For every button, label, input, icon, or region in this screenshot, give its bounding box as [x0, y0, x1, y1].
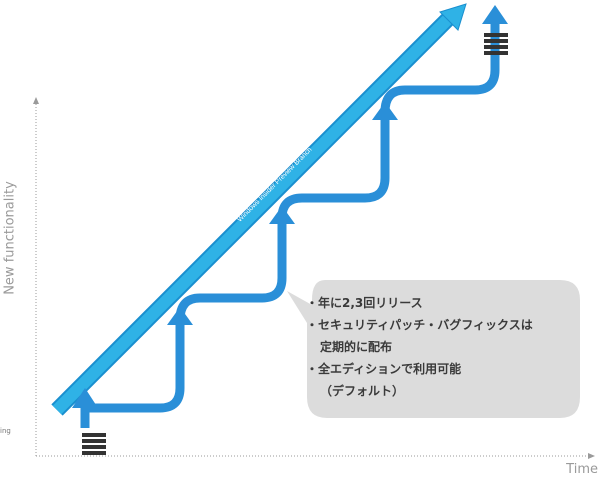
step-arrowhead-2 — [167, 307, 193, 325]
y-axis-label: New functionality — [2, 181, 18, 295]
cropped-left-label: ing — [0, 427, 11, 435]
y-axis-arrowhead — [33, 97, 39, 104]
step-arrowhead-5 — [482, 5, 508, 24]
insider-branch-label: Windows Insider Preview Branch — [236, 146, 313, 223]
callout-item: セキュリティパッチ・バグフィックスは — [318, 314, 533, 336]
x-axis-arrowhead — [588, 453, 595, 459]
callout-item-continuation: （デフォルト） — [320, 384, 405, 398]
step-arrowhead-3 — [269, 206, 295, 224]
step-arrowhead-1 — [72, 388, 98, 408]
server-stack-icon — [82, 433, 106, 455]
release-step-path — [72, 5, 508, 428]
server-stack-icon — [484, 33, 508, 55]
callout-list: 年に2,3回リリース セキュリティパッチ・バグフィックスは 定期的に配布 全エデ… — [318, 292, 533, 402]
x-axis-label: Time — [566, 462, 598, 477]
callout-item: 全エディションで利用可能 — [318, 358, 533, 380]
step-arrowhead-4 — [372, 102, 398, 120]
callout-item-continuation: 定期的に配布 — [320, 340, 393, 354]
callout-item: 年に2,3回リリース — [318, 292, 533, 314]
